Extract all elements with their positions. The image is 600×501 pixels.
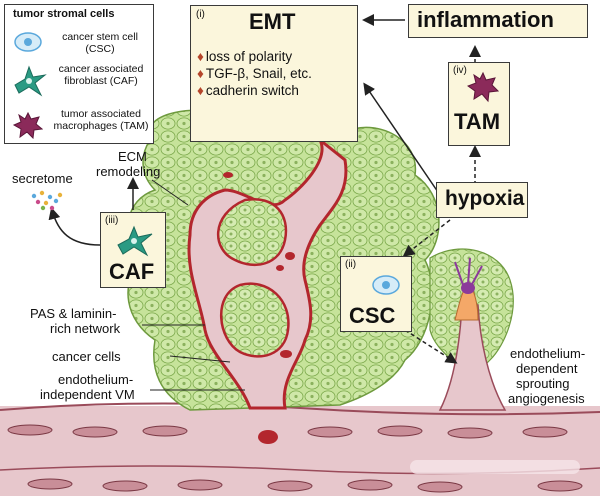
caf-title: CAF — [109, 259, 155, 284]
inflammation-label: inflammation — [417, 7, 554, 32]
tam-cell-icon — [467, 71, 499, 103]
sprouting-vessel — [438, 257, 507, 411]
caf-box: (iii) CAF — [100, 212, 166, 288]
csc-numeral: (ii) — [345, 259, 357, 270]
pas-label-line2: rich network — [50, 321, 121, 336]
ecm-label-line2: remodeling — [96, 164, 161, 179]
secretome-dots — [31, 190, 63, 211]
pas-label-line1: PAS & laminin- — [30, 306, 117, 321]
caf-to-secretome-arrow — [48, 207, 101, 246]
cancer-cells-label: cancer cells — [52, 349, 121, 364]
emt-bullet-cadherin: ♦cadherin switch — [197, 82, 299, 99]
bullet-icon: ♦ — [197, 49, 204, 64]
vm-label-line2: independent VM — [40, 387, 135, 402]
csc-box: (ii) CSC — [340, 256, 412, 332]
label-leader-lines — [142, 179, 245, 391]
hypoxia-to-csc-arrow — [402, 219, 451, 257]
sprouting-label-line4: angiogenesis — [508, 391, 585, 406]
bullet-icon: ♦ — [197, 66, 204, 81]
tam-numeral: (iv) — [453, 65, 467, 76]
emt-bullet-tgf: ♦TGF-β, Snail, etc. — [197, 65, 312, 82]
legend-box: tumor stromal cells cancer stem cell (CS… — [4, 4, 154, 144]
vm-channel-network — [187, 138, 348, 410]
cancer-stem-cell-icon — [372, 275, 400, 295]
sprouting-label-line3: sprouting — [516, 376, 570, 391]
csc-title: CSC — [349, 303, 396, 328]
inflammation-box: inflammation — [408, 4, 588, 38]
emt-bullet-text: loss of polarity — [205, 49, 293, 64]
emt-numeral: (i) — [196, 9, 205, 20]
caf-cell-icon — [14, 65, 47, 97]
sprouting-label-line1: endothelium- — [510, 346, 586, 361]
emt-bullet-text: cadherin switch — [205, 83, 299, 98]
sprouting-label-line2: dependent — [516, 361, 578, 376]
legend-item-csc: cancer stem cell (CSC) — [62, 31, 138, 55]
tam-title: TAM — [454, 109, 501, 134]
bottom-blood-vessel — [0, 402, 600, 496]
bullet-icon: ♦ — [197, 83, 204, 98]
legend-item-tam: tumor associated macrophages (TAM) — [53, 108, 149, 132]
hypoxia-to-emt-arrow — [363, 82, 441, 196]
caf-numeral: (iii) — [105, 215, 119, 226]
legend-item-caf: cancer associated fibroblast (CAF) — [58, 63, 144, 87]
emt-box: (i) EMT ♦loss of polarity ♦TGF-β, Snail,… — [190, 5, 358, 142]
tam-box: (iv) TAM — [448, 62, 510, 146]
cancer-stem-cell-icon — [14, 32, 42, 52]
emt-bullet-polarity: ♦loss of polarity — [197, 48, 292, 65]
hypoxia-box: hypoxia — [436, 182, 528, 218]
caf-cell-icon — [117, 225, 153, 257]
secretome-label: secretome — [12, 171, 73, 186]
csc-to-sprouting-arrow — [404, 329, 458, 364]
legend-title: tumor stromal cells — [13, 8, 115, 20]
ecm-label-line1: ECM — [118, 149, 147, 164]
hypoxia-label: hypoxia — [445, 187, 525, 210]
emt-bullet-text: TGF-β, Snail, etc. — [205, 66, 312, 81]
tam-cell-icon — [13, 111, 43, 139]
vm-label-line1: endothelium- — [58, 372, 134, 387]
emt-title: EMT — [249, 9, 296, 34]
